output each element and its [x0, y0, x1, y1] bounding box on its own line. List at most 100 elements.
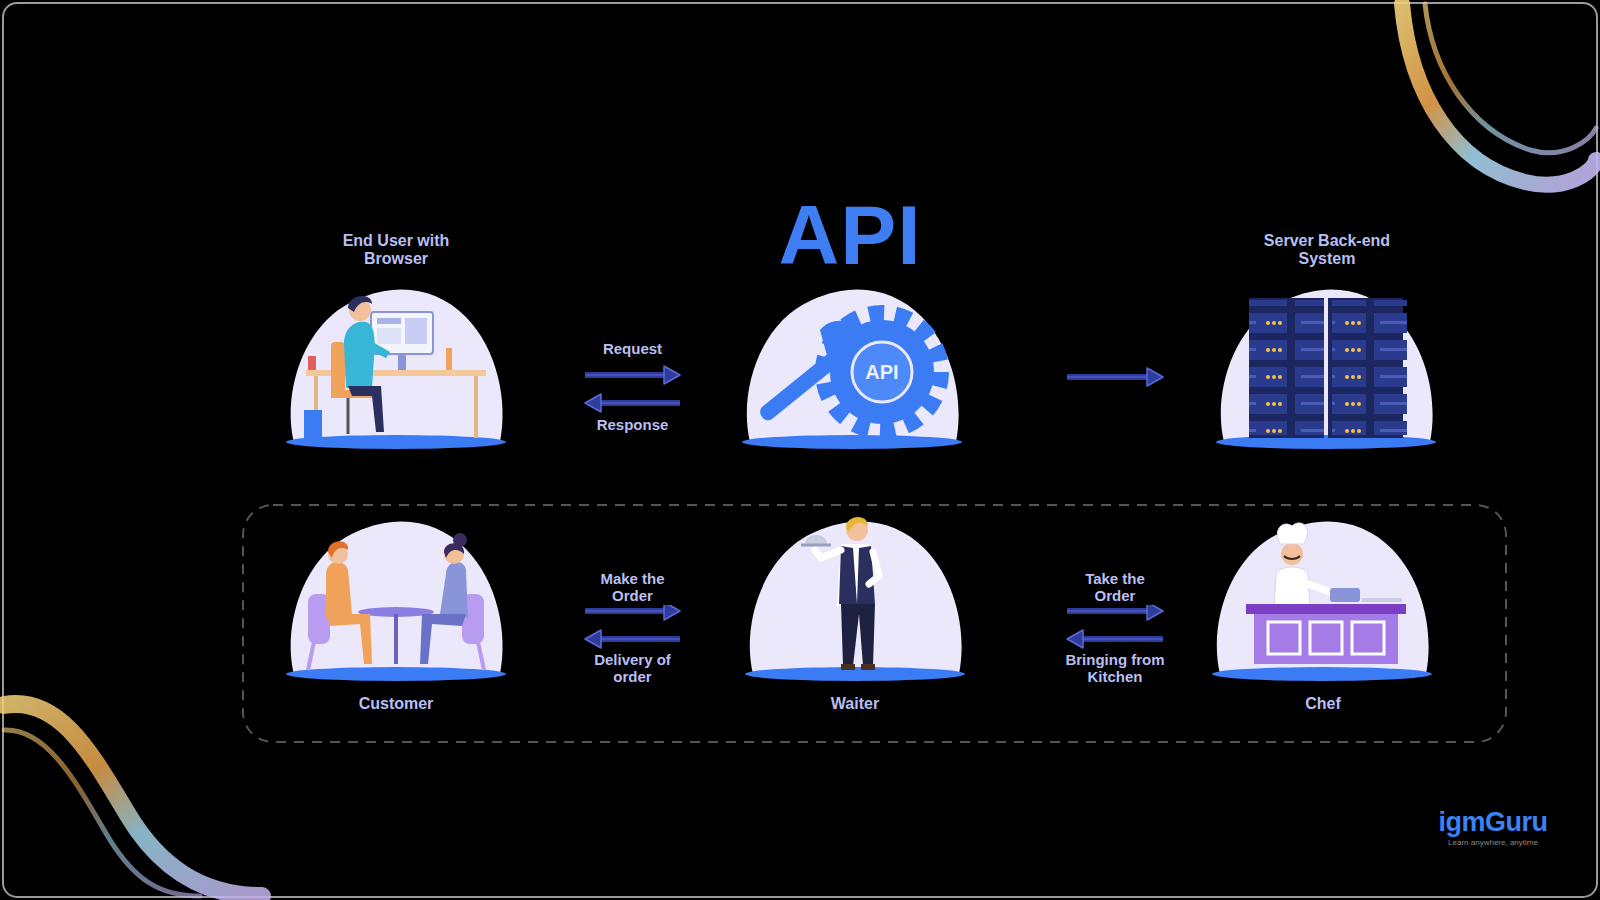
illustration-part: [841, 664, 855, 670]
diagram-title: API: [778, 193, 921, 277]
illustration-part: [398, 354, 406, 370]
arrow-connector: [585, 630, 680, 648]
arrow-connector: [585, 394, 680, 412]
connector-line: [585, 608, 666, 614]
connector-highlight: [599, 402, 680, 403]
connector-highlight: [585, 374, 666, 375]
connector-highlight: [599, 638, 680, 639]
connector-line: [599, 400, 680, 406]
illustration-part: [839, 546, 857, 604]
edge-label: Request: [571, 341, 695, 358]
arrow-connector: [585, 366, 680, 384]
illustration-part: [1212, 667, 1432, 681]
illustration-part: [328, 541, 348, 558]
illustration-part: [1362, 598, 1402, 602]
illustration-part: [1425, 4, 1596, 153]
illustration-part: [348, 386, 384, 432]
illustrated-node: Waiter: [680, 515, 1067, 730]
watermark-tagline: Learn anywhere, anytime: [1448, 838, 1538, 847]
corner-swirl: [4, 4, 1596, 896]
connector-line: [1067, 608, 1149, 614]
illustration-part: [824, 314, 940, 430]
illustration-part: [304, 410, 322, 440]
illustration-part: [348, 296, 372, 312]
illustration-part: [1249, 300, 1324, 435]
node-label: Customer: [321, 695, 471, 713]
edge-label: Take the Order: [1063, 571, 1167, 605]
arrowhead: [1067, 630, 1083, 648]
illustration-part: [440, 562, 468, 618]
illustration-part: [1221, 290, 1433, 442]
illustration-part: [478, 642, 484, 670]
illustration-part: [377, 318, 401, 324]
node-label: Waiter: [780, 695, 930, 713]
illustration-part: [4, 704, 262, 896]
illustration-part: [1330, 588, 1360, 602]
illustration-part: [830, 320, 934, 424]
arrowhead: [585, 630, 601, 648]
illustration-part: [1332, 300, 1407, 435]
illustration-part: [1217, 522, 1429, 674]
illustrated-node: End User with Browser: [270, 222, 585, 462]
arrow-connector: [1067, 368, 1163, 386]
illustration-part: [1274, 567, 1310, 606]
connector-highlight: [1081, 638, 1163, 639]
illustration-part: [405, 318, 427, 344]
illustration-part: [747, 290, 959, 442]
illustration-part: [444, 544, 464, 564]
illustrated-node: API: [680, 280, 1067, 460]
waiter-illustration: [745, 517, 965, 681]
arrow-connector: [1067, 630, 1163, 648]
watermark: igmGuru: [1439, 807, 1548, 838]
arrowhead: [664, 366, 680, 384]
illustration-part: [347, 398, 350, 434]
illustration-part: [331, 342, 345, 397]
connector-highlight: [1067, 376, 1149, 377]
node-label: Server Back-end System: [1247, 232, 1407, 269]
illustration-part: [394, 614, 398, 664]
illustration-part: [1281, 543, 1303, 565]
edge-label: Bringing from Kitchen: [1053, 652, 1177, 686]
illustration-part: [364, 338, 390, 358]
group-outline: [243, 505, 1506, 742]
illustrated-node: Server Back-end System: [1163, 222, 1440, 462]
illustration-part: [815, 550, 841, 558]
illustration-part: [869, 552, 879, 584]
end-user-illustration: [286, 290, 506, 449]
chef-illustration: [1212, 522, 1432, 681]
customer-illustration: [286, 522, 506, 681]
illustration-part: [1254, 614, 1398, 664]
connector-highlight: [585, 610, 666, 611]
illustration-part: [861, 664, 875, 670]
illustration-part: [291, 290, 503, 442]
illustration-part: [1352, 622, 1384, 654]
connector-line: [599, 636, 680, 642]
illustration-part: [1268, 622, 1300, 654]
api-gear-illustration: [742, 290, 962, 449]
connector-line: [1081, 636, 1163, 642]
illustrated-node: Chef: [1163, 515, 1440, 730]
illustration-part: [1277, 523, 1307, 544]
server-illustration: [1216, 290, 1436, 449]
illustration-part: [474, 376, 478, 438]
arrowhead: [1147, 368, 1163, 386]
illustration-part: [1249, 298, 1324, 438]
illustration-part: [377, 328, 401, 344]
connector-highlight: [1067, 610, 1149, 611]
illustration-part: [852, 342, 912, 402]
illustration-part: [750, 522, 962, 674]
illustration-part: [344, 322, 375, 388]
illustration-part: [308, 642, 314, 670]
arrowhead: [585, 394, 601, 412]
illustration-part: [846, 517, 868, 532]
illustration-part: [1284, 556, 1300, 559]
illustration-part: [286, 667, 506, 681]
illustration-part: [308, 356, 316, 370]
illustration-part: [444, 543, 464, 558]
illustration-part: [326, 614, 372, 664]
edge-label: Response: [571, 417, 695, 434]
